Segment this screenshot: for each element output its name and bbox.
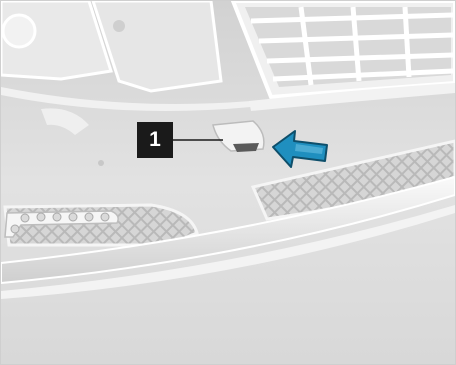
sensor-dot [98,160,104,166]
radiator-grille [233,1,455,97]
fog-light [5,205,197,245]
callout-badge: 1 [137,122,173,158]
